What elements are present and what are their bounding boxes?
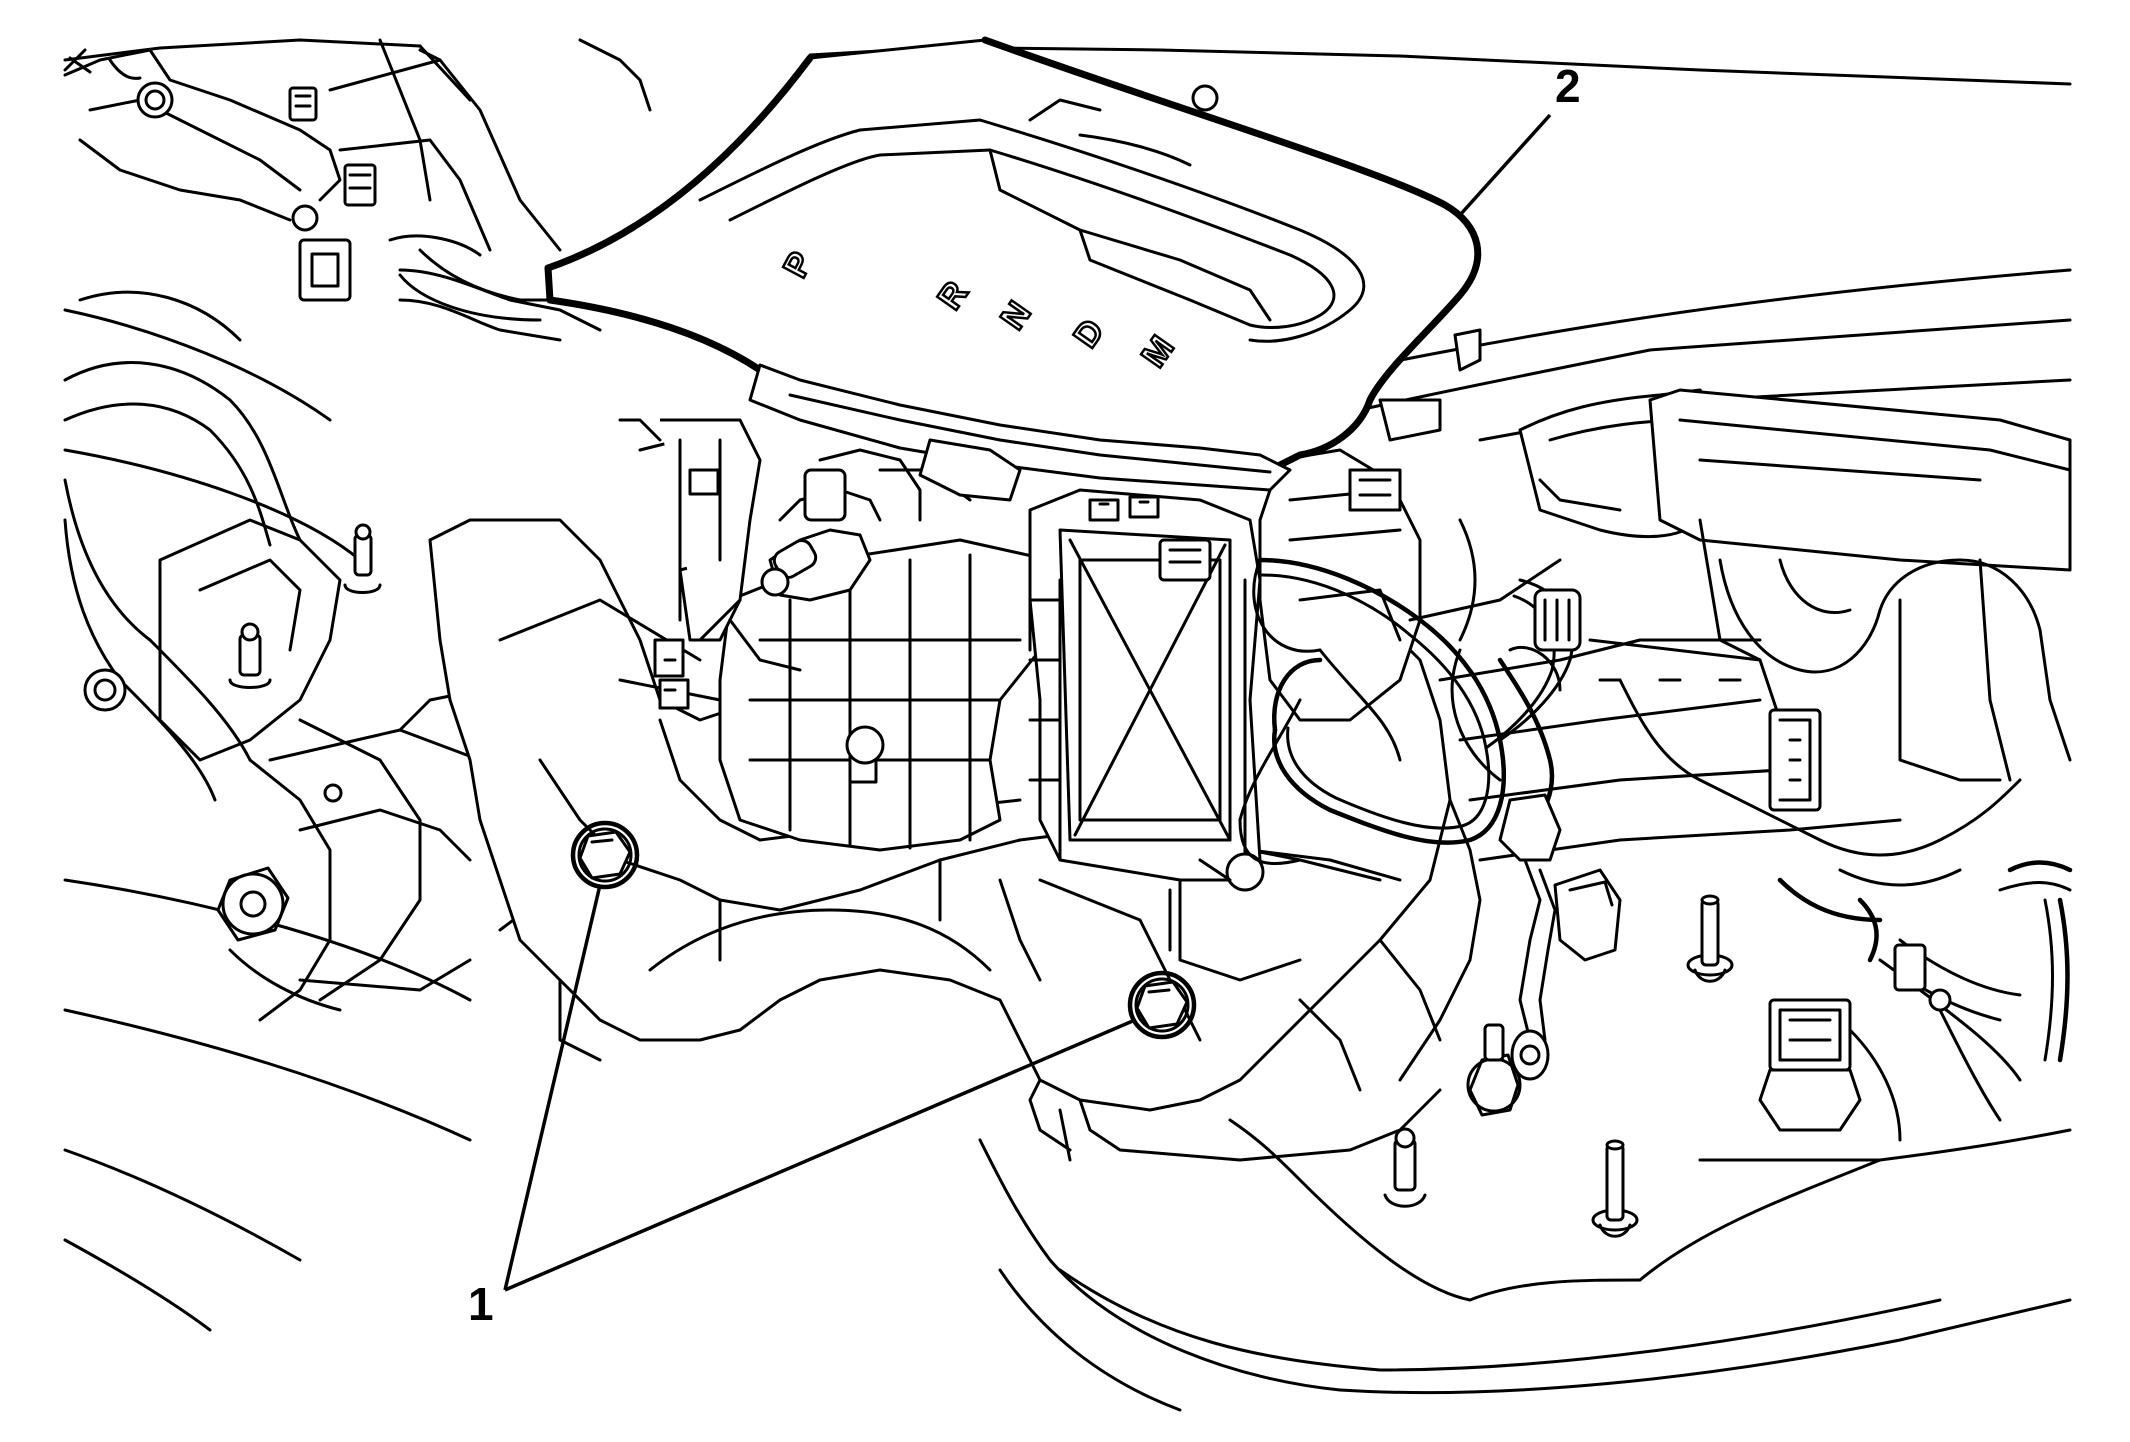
right-wire-harness — [1450, 645, 2073, 1142]
callout-2-label: 2 — [1555, 60, 1581, 112]
shift-mechanism — [618, 418, 1062, 852]
left-bracket-assembly — [63, 38, 1219, 322]
callout-1-leaders — [503, 884, 1136, 1292]
detent-plate — [1028, 488, 1265, 892]
shifter-trim-plate: P R N D M — [544, 36, 1482, 502]
floor-pan — [63, 38, 2072, 1412]
mounting-studs — [1383, 894, 1734, 1238]
callout-1-label: 1 — [468, 1278, 494, 1330]
right-console-assembly — [1408, 388, 2072, 862]
shifter-electrical-connector — [1238, 448, 1422, 866]
callout-2-leader — [1458, 113, 1552, 217]
left-mounting-plate — [83, 518, 422, 1022]
left-wire-harness — [63, 234, 602, 802]
mounting-bolt-1 — [570, 820, 640, 890]
mounting-bolt-2 — [1127, 970, 1197, 1040]
